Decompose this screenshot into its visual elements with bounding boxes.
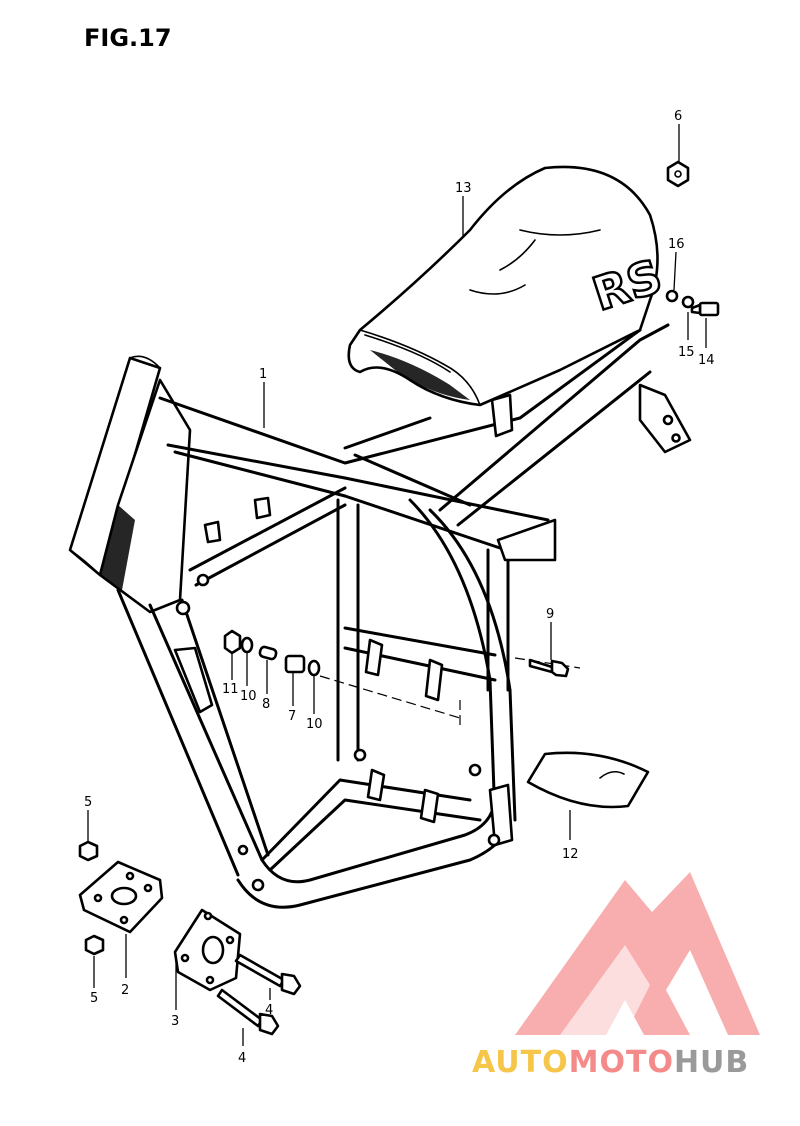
spacer-7	[284, 654, 306, 674]
callout-1: 1	[259, 367, 267, 382]
callout-5-upper: 5	[84, 795, 92, 810]
washer-10-upper	[240, 636, 254, 654]
callout-8: 8	[262, 697, 270, 712]
callout-10-lower: 10	[306, 717, 323, 732]
seat: RS	[347, 165, 669, 407]
callout-6: 6	[674, 109, 682, 124]
callout-13: 13	[455, 181, 472, 196]
bolt-9	[528, 658, 570, 678]
nut-6	[666, 160, 690, 188]
callout-11: 11	[222, 682, 239, 697]
washer-15	[681, 295, 695, 309]
callout-numbers: 1 13 6 16 15 14 9 11 10 8 7 10 12 5 5 2 …	[84, 109, 715, 1066]
callout-2: 2	[121, 983, 129, 998]
nut-5-upper	[78, 840, 99, 862]
callout-3: 3	[171, 1014, 179, 1029]
figure-title: FIG.17	[84, 24, 172, 52]
callout-4-upper: 4	[265, 1003, 273, 1018]
callout-14: 14	[698, 353, 715, 368]
watermark-part-auto: AUTO	[472, 1045, 569, 1080]
callout-12: 12	[562, 847, 579, 862]
nut-11	[223, 629, 242, 655]
chain-guard-12	[526, 751, 650, 809]
callout-16: 16	[668, 237, 685, 252]
watermark-logo	[515, 872, 760, 1035]
watermark-part-hub: HUB	[674, 1045, 749, 1080]
bolt-14	[690, 301, 720, 317]
callout-7: 7	[288, 709, 296, 724]
bolt-4-lower	[216, 988, 280, 1036]
engine-plate-3	[173, 908, 242, 992]
watermark-part-moto: MOTO	[569, 1045, 674, 1080]
pin-8	[258, 645, 278, 661]
leader-lines	[87, 124, 707, 1046]
callout-15: 15	[678, 345, 695, 360]
washer-10-lower	[307, 659, 321, 677]
nut-5-lower	[84, 934, 105, 956]
washer-16	[665, 289, 679, 303]
svg-text:AUTOMOTOHUB: AUTOMOTOHUB	[472, 1045, 749, 1080]
callout-9: 9	[546, 607, 554, 622]
watermark-text: AUTOMOTOHUB	[472, 1045, 749, 1080]
frame-body	[68, 323, 692, 909]
callout-10-upper: 10	[240, 689, 257, 704]
bolt-4-upper	[234, 953, 302, 996]
callout-5-lower: 5	[90, 991, 98, 1006]
callout-4-lower: 4	[238, 1051, 246, 1066]
engine-plate-2	[78, 860, 164, 934]
